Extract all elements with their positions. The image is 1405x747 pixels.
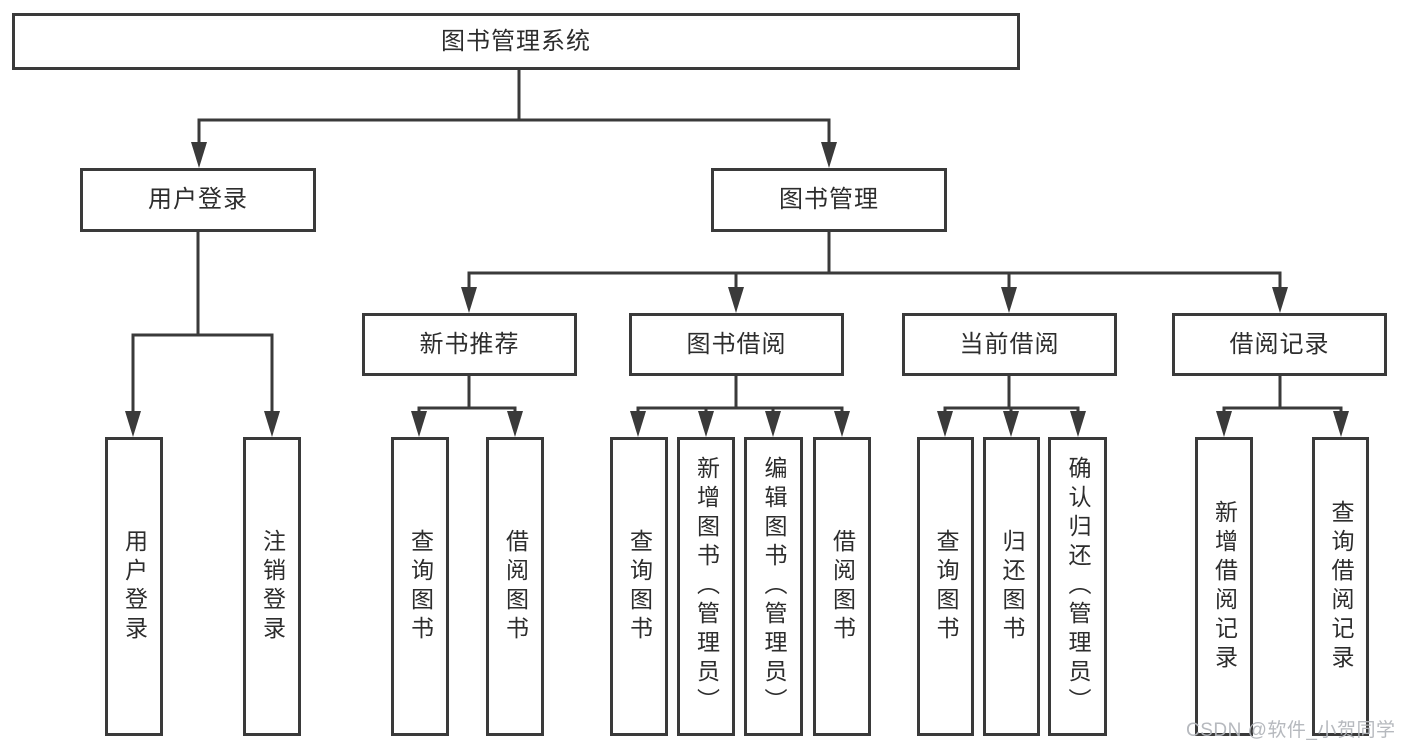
arrowheads bbox=[125, 142, 1349, 437]
arrow-down-icon bbox=[937, 411, 953, 437]
arrow-down-icon bbox=[821, 142, 837, 168]
arrow-down-icon bbox=[507, 411, 523, 437]
arrow-down-icon bbox=[728, 287, 744, 313]
node-query-borrow-record: 查询借阅记录 bbox=[1312, 437, 1369, 736]
node-user-login: 用户登录 bbox=[80, 168, 316, 232]
node-logout: 注销登录 bbox=[243, 437, 301, 736]
arrow-down-icon bbox=[411, 411, 427, 437]
connector-user-login-fork bbox=[131, 230, 274, 416]
arrow-down-icon bbox=[191, 142, 207, 168]
node-current-borrowing: 当前借阅 bbox=[902, 313, 1117, 376]
node-borrow-books-recommend: 借阅图书 bbox=[486, 437, 544, 736]
arrow-down-icon bbox=[1003, 411, 1019, 437]
connector-book-borrowing-fork bbox=[636, 374, 844, 416]
arrow-down-icon bbox=[1333, 411, 1349, 437]
node-query-books-current: 查询图书 bbox=[917, 437, 974, 736]
arrow-down-icon bbox=[461, 287, 477, 313]
node-book-borrowing: 图书借阅 bbox=[629, 313, 844, 376]
connector-root-fork bbox=[197, 68, 831, 147]
node-new-book-recommendation: 新书推荐 bbox=[362, 313, 577, 376]
connector-borrowing-records-fork bbox=[1222, 374, 1343, 416]
node-add-borrow-record: 新增借阅记录 bbox=[1195, 437, 1253, 736]
arrow-down-icon bbox=[1216, 411, 1232, 437]
node-query-books-recommend: 查询图书 bbox=[391, 437, 449, 736]
csdn-watermark: CSDN @软件_小贺同学 bbox=[1186, 720, 1396, 741]
arrow-down-icon bbox=[698, 411, 714, 437]
connector-book-management-fork bbox=[467, 230, 1282, 293]
node-return-books: 归还图书 bbox=[983, 437, 1040, 736]
arrow-down-icon bbox=[125, 411, 141, 437]
node-borrow-books-borrowing: 借阅图书 bbox=[813, 437, 871, 736]
node-query-books-borrowing: 查询图书 bbox=[610, 437, 668, 736]
node-edit-book-admin: 编辑图书（管理员） bbox=[744, 437, 803, 736]
node-book-management: 图书管理 bbox=[711, 168, 947, 232]
node-confirm-return-admin: 确认归还（管理员） bbox=[1048, 437, 1107, 736]
node-user-login-leaf: 用户登录 bbox=[105, 437, 163, 736]
node-library-system: 图书管理系统 bbox=[12, 13, 1020, 70]
connector-new-book-fork bbox=[417, 374, 517, 416]
arrow-down-icon bbox=[630, 411, 646, 437]
arrow-down-icon bbox=[1272, 287, 1288, 313]
node-add-book-admin: 新增图书（管理员） bbox=[677, 437, 735, 736]
connector-lines bbox=[131, 68, 1343, 416]
node-borrowing-records: 借阅记录 bbox=[1172, 313, 1387, 376]
arrow-down-icon bbox=[765, 411, 781, 437]
connector-current-borrowing-fork bbox=[943, 374, 1080, 416]
arrow-down-icon bbox=[1070, 411, 1086, 437]
arrow-down-icon bbox=[834, 411, 850, 437]
arrow-down-icon bbox=[264, 411, 280, 437]
arrow-down-icon bbox=[1001, 287, 1017, 313]
